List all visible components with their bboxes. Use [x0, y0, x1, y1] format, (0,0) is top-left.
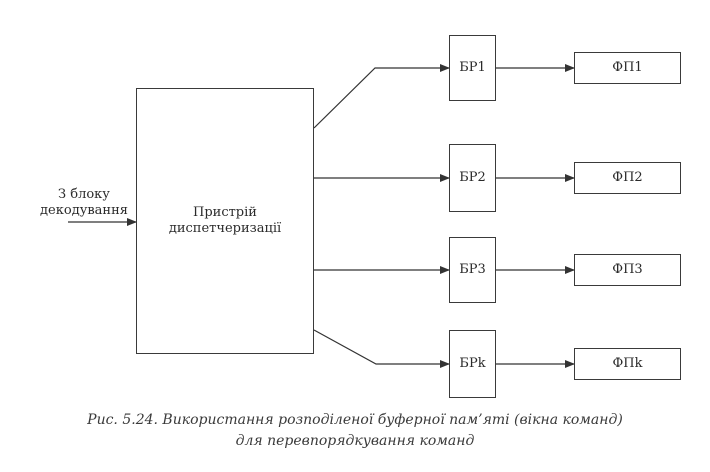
figure-caption: Рис. 5.24. Використання розподіленої буф…: [0, 410, 710, 452]
input-label-line-1: З блоку: [58, 187, 110, 202]
unit-fpk: ФПk: [574, 348, 681, 380]
arrow-dispatch-br1: [313, 64, 450, 129]
caption-line-1: Рис. 5.24. Використання розподіленої буф…: [87, 412, 623, 428]
buffer-br1: БР1: [449, 35, 496, 101]
input-label-line-2: декодування: [40, 202, 128, 218]
buffer-br3-label: БР3: [459, 261, 486, 277]
unit-fp3-label: ФП3: [612, 261, 643, 277]
unit-fp2: ФП2: [574, 162, 681, 194]
dispatcher-label-line-2: диспетчеризації: [168, 221, 282, 236]
unit-fp2-label: ФП2: [612, 169, 643, 185]
unit-fp1-label: ФП1: [612, 59, 643, 75]
buffer-br1-label: БР1: [459, 59, 486, 75]
buffer-brk-label: БРk: [459, 355, 486, 371]
dispatcher-box: Пристрій диспетчеризації: [136, 88, 314, 354]
buffer-brk: БРk: [449, 330, 496, 398]
buffer-br2: БР2: [449, 144, 496, 212]
buffer-br2-label: БР2: [459, 169, 486, 185]
dispatcher-label-line-1: Пристрій: [193, 204, 257, 220]
block-diagram: З блоку декодування Пристрій диспетчериз…: [30, 35, 681, 398]
caption-line-2: для перевпорядкування команд: [235, 433, 475, 449]
unit-fp3: ФП3: [574, 254, 681, 286]
input-label: З блоку декодування: [30, 187, 138, 218]
connector-lines: [68, 64, 575, 368]
unit-fp1: ФП1: [574, 52, 681, 84]
buffer-br3: БР3: [449, 237, 496, 303]
unit-fpk-label: ФПk: [612, 355, 643, 371]
arrow-dispatch-brk: [313, 329, 450, 368]
